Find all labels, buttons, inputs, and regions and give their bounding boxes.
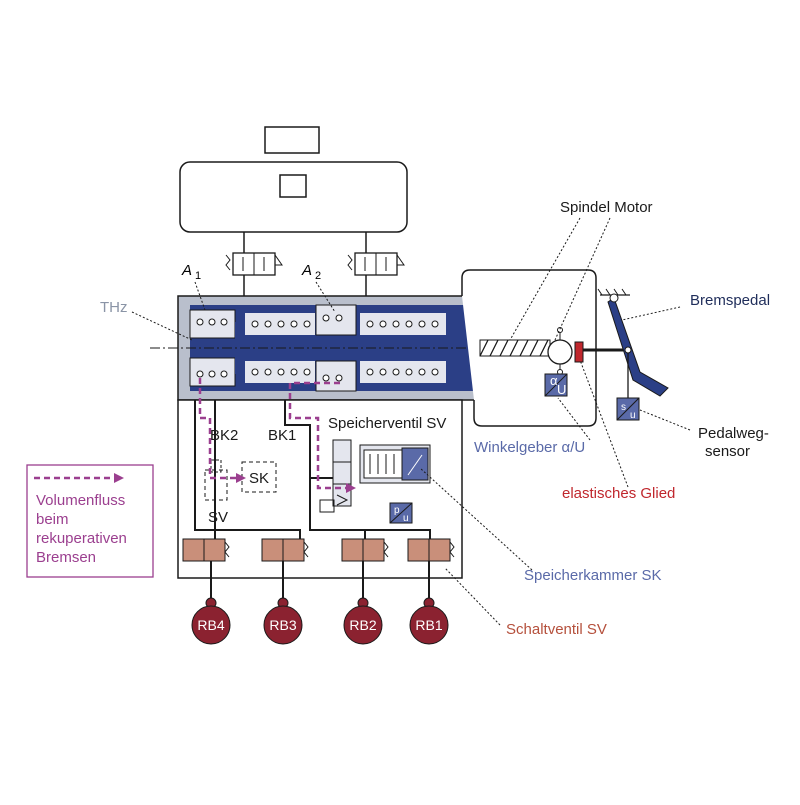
switching-valve-rb4 <box>182 538 230 600</box>
pedal-travel-label-line1: Pedalweg- <box>698 425 769 442</box>
a1-label: A <box>181 262 192 279</box>
sk-label: SK <box>249 470 269 487</box>
a1-subscript: 1 <box>195 270 201 282</box>
spindle-motor-housing <box>461 269 628 427</box>
legend-line-3: rekuperativen <box>36 530 127 547</box>
wheel-brake-rb3: RB3 <box>263 597 303 645</box>
sv-label: SV <box>208 509 228 526</box>
brake-pedal <box>597 288 669 398</box>
angle-sensor-label: Winkelgeber α/U <box>474 439 585 456</box>
wheel-brake-rb1: RB1 <box>409 597 449 645</box>
pedal-sensor-u: u <box>630 410 636 421</box>
legend-line-1: Volumenfluss <box>36 492 125 509</box>
reservoir <box>179 126 408 296</box>
a2-subscript: 2 <box>315 270 321 282</box>
bk1-label: BK1 <box>268 427 296 444</box>
elastic-element-label: elastisches Glied <box>562 485 675 502</box>
rb2-label: RB2 <box>349 617 376 633</box>
legend-line-4: Bremsen <box>36 549 96 566</box>
angle-sensor-u: U <box>557 382 566 397</box>
pressure-sensor-p: p <box>394 505 400 516</box>
wheel-brake-rb2: RB2 <box>343 597 383 645</box>
switching-valve-rb3 <box>261 538 309 600</box>
leader-lines <box>131 217 691 626</box>
regenerative-flow-path <box>198 378 356 493</box>
switching-valve-label: Schaltventil SV <box>506 621 607 638</box>
thz-label: THz <box>100 299 128 316</box>
brake-pedal-label: Bremspedal <box>690 292 770 309</box>
angle-sensor-alpha: α <box>550 373 558 388</box>
pedal-travel-sensor-box: s u <box>616 397 640 421</box>
switching-valve-rb1 <box>407 538 455 600</box>
bk2-label: BK2 <box>210 427 238 444</box>
rb1-label: RB1 <box>415 617 442 633</box>
pedal-sensor-s: s <box>621 402 626 413</box>
storage-valve-label: Speicherventil SV <box>328 415 446 432</box>
switching-valve-rb2 <box>341 538 389 600</box>
legend-line-2: beim <box>36 511 69 528</box>
angle-sensor-box: α U <box>544 373 568 397</box>
pressure-sensor-u: u <box>403 513 409 524</box>
storage-chamber-label: Speicherkammer SK <box>524 567 662 584</box>
wheel-brake-rb4: RB4 <box>191 597 231 645</box>
spindle-motor-label: Spindel Motor <box>560 199 653 216</box>
reservoir-valve-left <box>225 252 283 276</box>
rb4-label: RB4 <box>197 617 224 633</box>
pedal-travel-label-line2: sensor <box>705 443 750 460</box>
a2-label: A <box>301 262 312 279</box>
rb3-label: RB3 <box>269 617 296 633</box>
legend: Volumenfluss beim rekuperativen Bremsen <box>26 464 154 578</box>
reservoir-valve-right <box>347 252 405 276</box>
